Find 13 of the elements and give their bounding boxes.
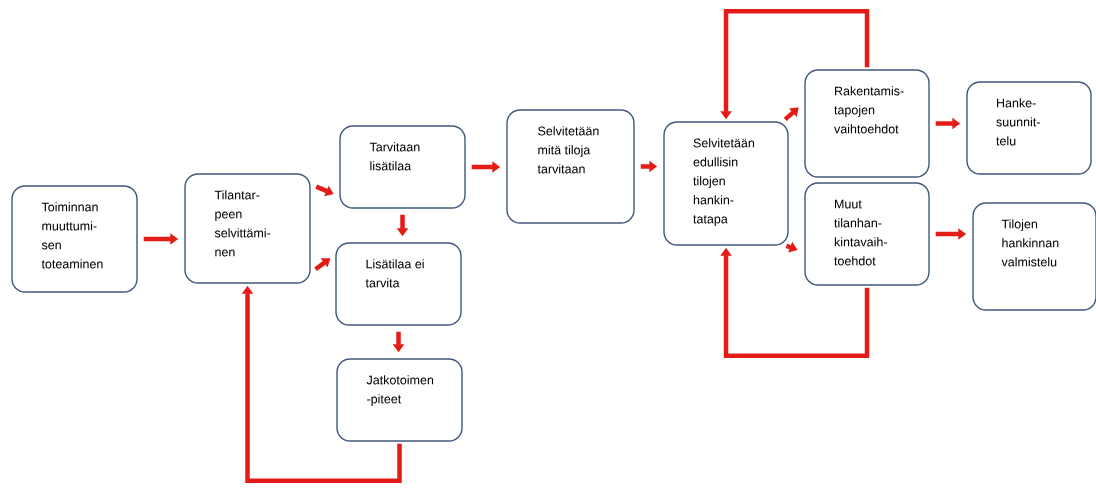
process-box: Selvitetään mitä tiloja tarvitaan: [506, 109, 635, 224]
process-box: Hanke- suunnit- telu: [966, 81, 1092, 175]
process-box: Tilojen hankinnan valmistelu: [972, 202, 1096, 311]
process-box: Tarvitaan lisätilaa: [339, 125, 466, 209]
process-box: Tilantar- peen selvittämi- nen: [184, 173, 311, 284]
process-box: Toiminnan muuttumi- sen toteaminen: [11, 185, 138, 293]
process-box: Jatkotoimen -piteet: [336, 358, 463, 442]
process-box: Rakentamis- tapojen vaihtoehdot: [804, 69, 930, 178]
arrow: [783, 107, 799, 122]
process-box: Selvitetään edullisin tilojen hankin- tatapa: [663, 121, 789, 246]
process-box: Lisätilaa ei tarvita: [335, 242, 462, 326]
process-box: Muut tilanhan- kintavaih- toehdot: [804, 182, 930, 286]
arrow: [314, 258, 331, 271]
